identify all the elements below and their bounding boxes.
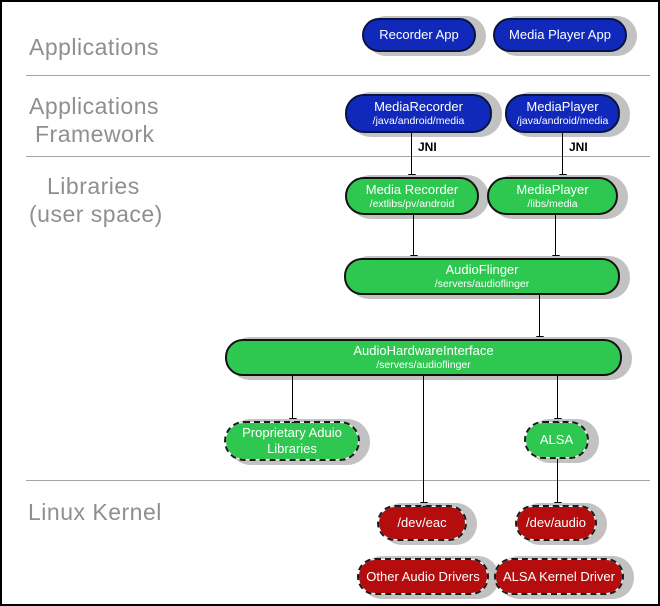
arrow-ahi-to-proprietary [288,376,297,425]
node-audio-hardware-interface: AudioHardwareInterface /servers/audiofli… [225,339,622,376]
node-proprietary-audio-libraries: Proprietary Aduio Libraries [224,421,360,461]
node-path: /java/android/media [372,115,465,127]
node-path: /java/android/media [516,115,609,127]
node-recorder-app: Recorder App [362,18,476,52]
arrow-audioflinger-to-ahi [535,295,544,343]
node-title: /dev/audio [526,515,586,531]
node-alsa: ALSA [524,421,589,459]
node-title: Other Audio Drivers [366,568,480,584]
arrow-playerlib-to-audioflinger [551,215,560,262]
node-media-player-app: Media Player App [493,18,627,52]
node-title: Proprietary Aduio [242,425,342,441]
node-path: /extlibs/pv/android [369,197,455,210]
separator-libraries-kernel [26,480,650,481]
node-mediaplayer-framework: MediaPlayer /java/android/media [505,94,620,133]
node-title: MediaPlayer [516,181,589,197]
node-alsa-kernel-driver: ALSA Kernel Driver [494,558,624,595]
layer-label-libraries: Libraries(user space) [29,172,163,228]
arrow-mediarecorder-jni [407,133,416,181]
separator-applications-framework [26,75,650,76]
node-title: ALSA Kernel Driver [503,568,615,584]
node-title: MediaPlayer [526,99,599,115]
node-title: ALSA [539,432,574,448]
node-path: /servers/audioflinger [376,359,471,371]
node-other-audio-drivers: Other Audio Drivers [357,558,489,595]
node-title: AudioHardwareInterface [353,343,494,359]
arrow-ahi-to-alsa [553,376,562,425]
jni-label-right: JNI [569,140,588,154]
layer-label-line: (user space) [29,201,163,227]
node-title: Media Player App [509,27,611,43]
node-path: /servers/audioflinger [434,278,530,290]
arrow-ahi-to-dev-eac [419,376,428,509]
node-media-recorder-lib: Media Recorder /extlibs/pv/android [345,177,479,215]
layer-label-line: Applications [29,93,160,119]
layer-label-applications: Applications [29,34,160,60]
arrow-mediaplayer-jni [558,133,567,181]
arrow-recorderlib-to-audioflinger [409,215,418,262]
node-title: AudioFlinger [445,262,519,278]
layer-label-linux-kernel: Linux Kernel [28,499,162,525]
node-title: Recorder App [379,27,459,43]
layer-label-line: Libraries [47,173,140,199]
node-mediaplayer-lib: MediaPlayer /libs/media [487,177,618,215]
node-title: MediaRecorder [374,99,463,115]
node-path: /libs/media [527,197,578,210]
node-title: Libraries [267,441,317,456]
arrow-alsa-to-dev-audio [553,459,562,509]
jni-label-left: JNI [418,140,437,154]
node-title: Media Recorder [365,181,459,197]
node-title: /dev/eac [397,515,447,531]
node-audioflinger: AudioFlinger /servers/audioflinger [344,258,620,295]
node-dev-eac: /dev/eac [377,505,467,541]
node-mediarecorder-framework: MediaRecorder /java/android/media [345,94,492,133]
separator-framework-libraries [26,156,650,157]
node-dev-audio: /dev/audio [515,505,597,541]
layer-label-line: Framework [35,121,155,147]
